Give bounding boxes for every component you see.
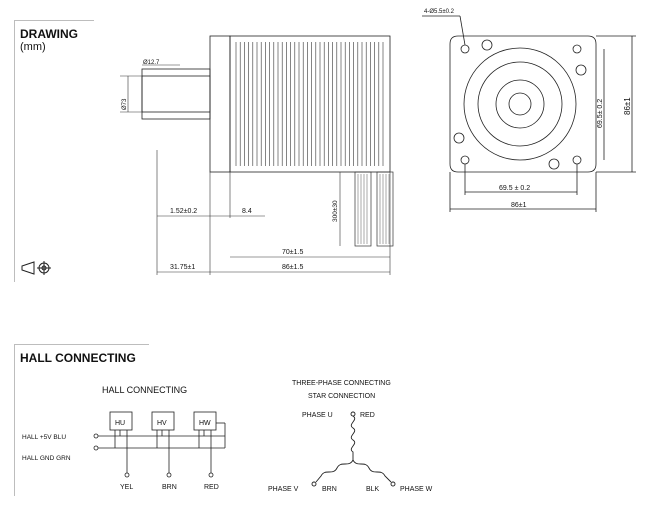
drawing-section-rule-top [14,20,94,21]
dim-flange-thickness: 8.4 [242,208,252,215]
wiring-diagram: HALL CONNECTING HU HV HW HALL +5V BLU HA… [22,380,433,493]
lead-wires [354,171,394,247]
dim-size-horizontal: 86±1 [511,202,527,209]
phase-u-color: RED [360,412,375,419]
phase-v-label: PHASE V [268,486,299,493]
hall-section-rule-top [14,344,149,345]
drawing-title: DRAWING [20,27,78,41]
sensor-hu-label: HU [115,420,125,427]
phase-u-label: PHASE U [302,412,333,419]
dim-size-vertical: 86±1 [623,97,632,115]
phase-w-label: PHASE W [400,486,433,493]
dim-body-length: 70±1.5 [282,249,303,256]
sensor-hv [151,411,175,431]
hall-title: HALL CONNECTING [20,351,136,365]
phase-w-color: BLK [366,486,380,493]
dim-pitch-horizontal: 69.5 ± 0.2 [499,185,530,192]
dim-total-length: 86±1.5 [282,264,303,271]
pilot-circle [463,47,577,161]
hall-out-brn: BRN [162,484,177,491]
dim-shaft: Ø12.7 [143,60,160,66]
dim-shaft-extension: 31.75±1 [170,264,195,271]
hall-out-yel: YEL [120,484,133,491]
drawing-unit: (mm) [20,41,46,53]
sensor-hw-label: HW [199,420,211,427]
motor-body [229,35,391,173]
hall-power-label: HALL +5V BLU [22,434,66,441]
motor-drawing: Ø12.7 Ø73 1.52±0.2 8.4 300±30 70±1.5 31.… [21,9,636,275]
hall-gnd-label: HALL GND GRN [22,455,71,462]
phase-v-color: BRN [322,486,337,493]
phase-title: THREE-PHASE CONNECTING [292,380,391,387]
hall-out-red: RED [204,484,219,491]
shaft-boss [141,68,211,120]
hall-subtitle: HALL CONNECTING [102,385,187,395]
shaft [141,75,211,113]
dim-pitch-vertical: 69.5± 0.2 [597,99,604,128]
dim-lead-length: 300±30 [332,200,339,222]
dim-holes: 4-Ø5.5±0.2 [424,9,455,15]
sensor-hw [193,411,217,431]
motor-fins [235,42,384,166]
sensor-hv-label: HV [157,420,167,427]
phase-subtitle: STAR CONNECTION [308,393,375,400]
sensor-hu [109,411,133,431]
front-flange [449,35,597,173]
hall-section-rule [14,344,15,496]
dim-boss-depth: 1.52±0.2 [170,208,197,215]
first-angle-projection-icon [21,261,51,275]
dim-boss-dia: Ø73 [122,98,128,110]
star-windings [311,411,396,487]
motor-flange [209,35,231,173]
drawing-section-rule [14,20,15,282]
front-shaft [508,92,532,116]
